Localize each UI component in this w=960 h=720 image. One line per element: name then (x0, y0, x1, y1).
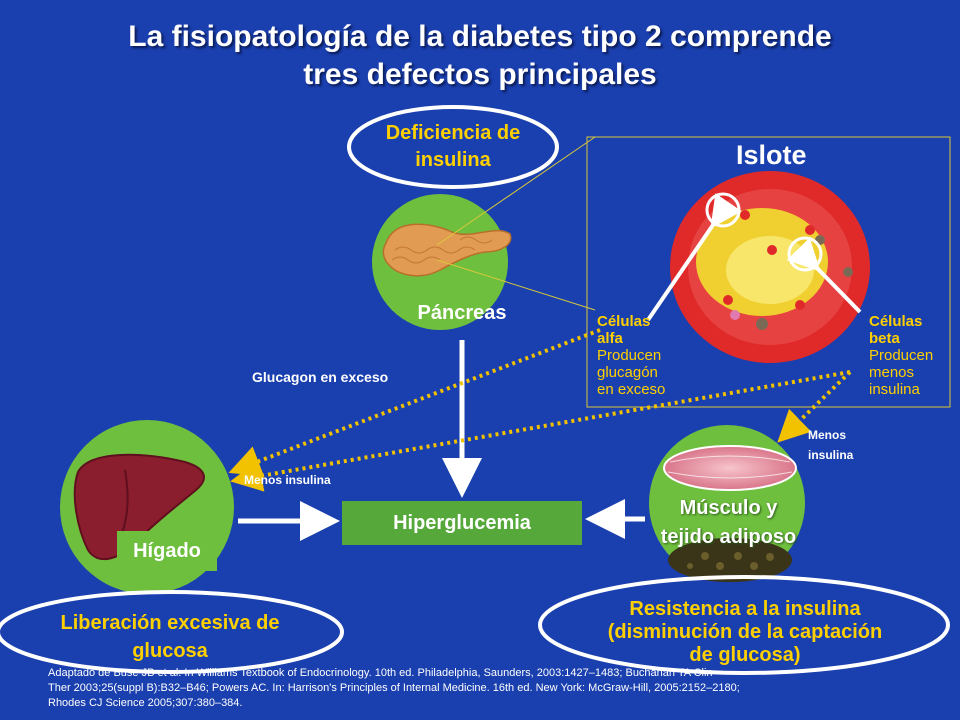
menos-insulina-left-label: Menos insulina (244, 473, 331, 487)
liberacion-line-1: Liberación excesiva de (60, 612, 280, 634)
pancreas-label: Páncreas (417, 302, 507, 324)
menos-insulina-right-label: Menos insulina (808, 425, 853, 465)
liberacion-ellipse (0, 590, 344, 674)
glucagon-exceso-label: Glucagon en exceso (252, 369, 389, 385)
adipose-tissue (668, 538, 792, 582)
menos-insulina-right-l1: Menos (808, 428, 847, 442)
musculo-label: Músculo y tejido adiposo (636, 494, 821, 552)
beta-l2: beta (869, 330, 900, 347)
deficiencia-ellipse (347, 105, 559, 189)
references-line-1: Adaptado de Buse JB et al. In Williams T… (48, 667, 713, 679)
alfa-cells-text: Células alfa Producen glucagón en exceso (597, 313, 717, 398)
resistencia-line-1: Resistencia a la insulina (629, 598, 861, 620)
dotted-arrow-alfa-higado (228, 328, 601, 477)
liver-organ (73, 453, 205, 560)
musculo-l2: tejido adiposo (660, 526, 797, 548)
musculo-l1: Músculo y (679, 497, 778, 519)
pancreas-texture (391, 236, 493, 264)
islote-label: Islote (736, 140, 807, 170)
islote-box (586, 136, 951, 408)
title-line-2: tres defectos principales (303, 58, 657, 91)
resistencia-line-3: de glucosa) (689, 644, 801, 666)
title-line-1: La fisiopatología de la diabetes tipo 2 … (128, 20, 832, 53)
slide-title: La fisiopatología de la diabetes tipo 2 … (0, 18, 960, 94)
alfa-l2: alfa (597, 330, 623, 347)
islote-illustration (646, 171, 870, 363)
alfa-l5: en exceso (597, 381, 666, 398)
menos-insulina-right-l2: insulina (808, 448, 854, 462)
hiperglucemia-box: Hiperglucemia (342, 501, 582, 545)
deficiencia-line-2: insulina (415, 149, 491, 171)
alfa-l3: Producen (597, 347, 662, 364)
deficiencia-label: Deficiencia de insulina (353, 120, 553, 174)
references-line-3: Rhodes CJ Science 2005;307:380–384. (48, 697, 243, 709)
muscle-tissue (663, 445, 797, 491)
beta-cells-text: Células beta Producen menos insulina (869, 313, 959, 398)
alfa-l1: Células (597, 313, 651, 330)
liberacion-label: Liberación excesiva de glucosa (10, 609, 330, 665)
higado-label: Hígado (117, 531, 217, 571)
beta-l3: Producen (869, 347, 934, 364)
references: Adaptado de Buse JB et al. In Williams T… (48, 666, 938, 711)
alfa-l4: glucagón (597, 364, 658, 381)
beta-l5: insulina (869, 381, 920, 398)
resistencia-line-2: (disminución de la captación (607, 621, 883, 643)
resistencia-label: Resistencia a la insulina (disminución d… (545, 598, 945, 667)
references-line-2: Ther 2003;25(suppl B):B32–B46; Powers AC… (48, 682, 740, 694)
liberacion-line-2: glucosa (132, 640, 208, 662)
beta-l1: Células (869, 313, 923, 330)
dotted-arrow-beta-musculo (777, 370, 852, 443)
dotted-arrow-beta-higado (230, 370, 851, 492)
beta-l4: menos (869, 364, 915, 381)
deficiencia-line-1: Deficiencia de (385, 122, 521, 144)
resistencia-ellipse (538, 575, 950, 675)
